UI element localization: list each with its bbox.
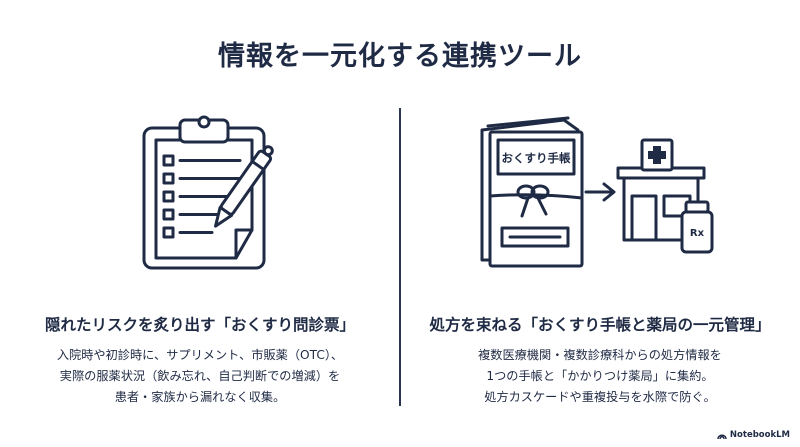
medicine-notebook-to-pharmacy-icon: おくすり手帳 Rx bbox=[480, 116, 714, 268]
page-title: 情報を一元化する連携ツール bbox=[218, 41, 582, 72]
right-heading: 処方を束ねる「おくすり手帳と薬局の一元管理」 bbox=[429, 316, 771, 334]
notebooklm-logo-icon bbox=[717, 434, 727, 439]
left-body-line: 実際の服薬状況（飲み忘れ、自己判断での増減）を bbox=[59, 369, 341, 383]
column-divider bbox=[399, 108, 401, 406]
clipboard-questionnaire-icon bbox=[142, 115, 274, 270]
right-body-line: 処方カスケードや重複投与を水際で防ぐ。 bbox=[484, 390, 716, 404]
left-body-line: 患者・家族から漏れなく収集。 bbox=[114, 390, 286, 404]
right-column: おくすり手帳 Rx 処方を束ねる「おくすり手帳と薬局の一元管理」 複数医療機関・… bbox=[400, 0, 800, 447]
brand-label: NotebookLM bbox=[729, 430, 790, 440]
left-body-line: 入院時や初診時に、サプリメント、市販薬（OTC）、 bbox=[56, 348, 344, 362]
left-column: 隠れたリスクを炙り出す「おくすり問診票」 入院時や初診時に、サプリメント、市販薬… bbox=[0, 115, 400, 408]
notebooklm-brand: NotebookLM bbox=[717, 430, 790, 440]
left-heading: 隠れたリスクを炙り出す「おくすり問診票」 bbox=[44, 316, 355, 334]
left-body: 入院時や初診時に、サプリメント、市販薬（OTC）、 実際の服薬状況（飲み忘れ、自… bbox=[0, 345, 400, 408]
right-body-line: 複数医療機関・複数診療科からの処方情報を bbox=[478, 348, 722, 362]
bottle-label: Rx bbox=[690, 228, 705, 239]
right-body: 複数医療機関・複数診療科からの処方情報を 1つの手帳と「かかりつけ薬局」に集約。… bbox=[400, 345, 800, 408]
notebook-label: おくすり手帳 bbox=[502, 151, 571, 165]
right-body-line: 1つの手帳と「かかりつけ薬局」に集約。 bbox=[486, 369, 714, 383]
